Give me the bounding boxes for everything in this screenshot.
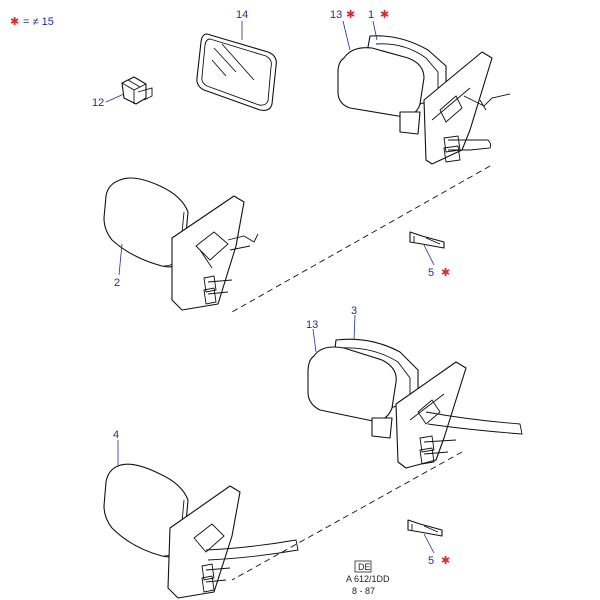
star-13-top: ✱: [346, 9, 355, 21]
part-5-screw-lower: [407, 519, 443, 537]
callout-13-lower: 13: [306, 319, 318, 331]
part-1-mirror-assembly: [337, 35, 511, 165]
code-badge-box: [354, 560, 372, 573]
star-5-lower: ✱: [441, 555, 450, 567]
callout-13-top: 13: [330, 9, 342, 21]
callout-3: 3: [351, 305, 357, 317]
leader-lines: [105, 20, 435, 554]
callout-2: 2: [114, 277, 120, 289]
star-5-upper: ✱: [441, 267, 450, 279]
part-14-mirror-glass: [196, 33, 277, 111]
part-5-screw-upper: [409, 231, 445, 249]
callout-5-upper: 5: [428, 267, 434, 279]
callout-5-lower: 5: [428, 555, 434, 567]
callout-14: 14: [236, 9, 248, 21]
part-3-mirror-assembly: [307, 338, 523, 469]
code-date: 8 - 87: [352, 586, 375, 596]
assembly-dash-lines: [231, 165, 491, 581]
legend-text: = ≠ 15: [23, 16, 54, 28]
code-badge: DE: [358, 562, 371, 572]
part-12-clip: [121, 76, 153, 105]
callout-12: 12: [92, 97, 104, 109]
legend: ✱ = ≠ 15: [10, 16, 54, 28]
star-1: ✱: [380, 9, 389, 21]
part-2-mirror-assembly: [103, 177, 259, 311]
drawing-code: DE A 612/1DD 8 - 87: [346, 560, 390, 596]
callout-1: 1: [368, 9, 374, 21]
code-ref: A 612/1DD: [346, 574, 390, 584]
callout-4: 4: [113, 429, 119, 441]
part-4-mirror-assembly: [103, 463, 299, 599]
legend-star: ✱: [10, 16, 19, 28]
callouts: 14 13 ✱ 1 ✱ 12 2 5 ✱ 13 3 4 5 ✱: [92, 9, 450, 567]
